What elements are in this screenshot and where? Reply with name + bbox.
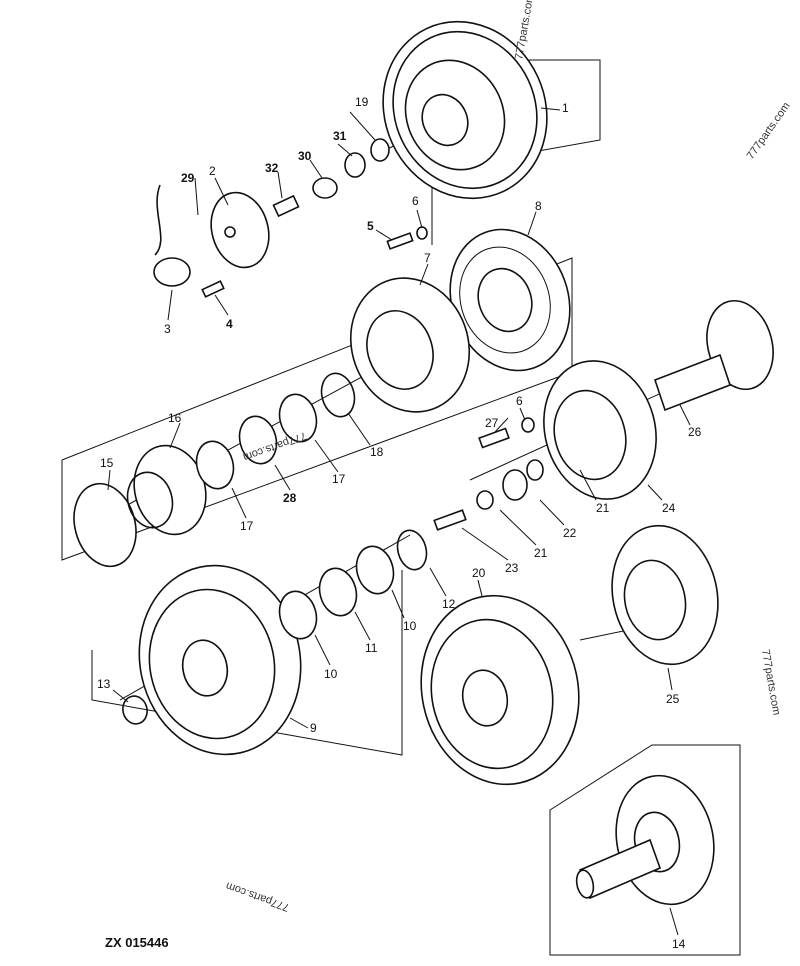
label-part-15: 15 [100,456,114,470]
label-part-25: 25 [666,692,680,706]
diagram-code: ZX 015446 [105,935,169,950]
part-25-pulley [611,524,719,666]
label-part-27: 27 [485,416,499,430]
label-part-6-upper: 6 [412,194,419,208]
label-part-20: 20 [472,566,486,580]
part-21-22-23-27-hardware [433,417,544,531]
label-part-13: 13 [97,677,111,691]
label-part-5: 5 [367,219,374,233]
label-part-21-lower: 21 [534,546,548,560]
part-1-clutch-pulley [382,20,548,200]
label-part-24: 24 [662,501,676,515]
watermark-side: 777parts.com [759,648,782,716]
part-26-shaft [653,299,774,412]
part-7-pulley-disc [349,277,471,413]
watermark-bottom: 777parts.com [224,879,291,913]
label-part-28: 28 [283,491,297,505]
label-part-32: 32 [265,161,279,175]
part-30-31-32-small-hardware [201,138,428,298]
label-part-14: 14 [672,937,686,951]
label-part-31: 31 [333,129,347,143]
label-part-8: 8 [535,199,542,213]
part-2-plate [210,191,270,269]
leader-lines [107,107,691,936]
label-part-4: 4 [226,317,233,331]
part-15-16-hub [73,444,207,568]
label-part-10-right: 10 [403,619,417,633]
label-part-3: 3 [164,322,171,336]
label-part-12: 12 [442,597,456,611]
label-part-7: 7 [424,251,431,265]
part-10-11-12-13-bearings [122,529,428,725]
part-labels: 1 2 3 4 5 6 6 7 8 9 10 10 11 12 13 14 15… [97,95,702,951]
label-part-1: 1 [562,101,569,115]
part-17-28-18-bearings [195,372,356,490]
watermark-right: 777parts.com [745,100,793,161]
label-part-9: 9 [310,721,317,735]
label-part-6-lower: 6 [516,394,523,408]
label-part-17-left: 17 [240,519,254,533]
label-part-11: 11 [365,641,378,655]
label-part-17-right: 17 [332,472,346,486]
label-part-10-left: 10 [324,667,338,681]
label-part-2: 2 [209,164,216,178]
label-part-26: 26 [688,425,702,439]
label-part-23: 23 [505,561,519,575]
label-part-19: 19 [355,95,369,109]
label-part-30: 30 [298,149,312,163]
part-20-pulley [420,594,580,786]
label-part-16: 16 [168,411,182,425]
part-8-armature-plate [449,228,571,372]
part-24-pulley [543,360,657,500]
part-3-sensor [153,184,191,287]
label-part-21-upper: 21 [596,501,610,515]
watermark-top: 777parts.com [513,0,536,61]
part-9-pulley [138,564,302,756]
label-part-18: 18 [370,445,384,459]
label-part-22: 22 [563,526,577,540]
label-part-29: 29 [181,171,195,185]
part-14-pulley-shaft [575,774,715,906]
